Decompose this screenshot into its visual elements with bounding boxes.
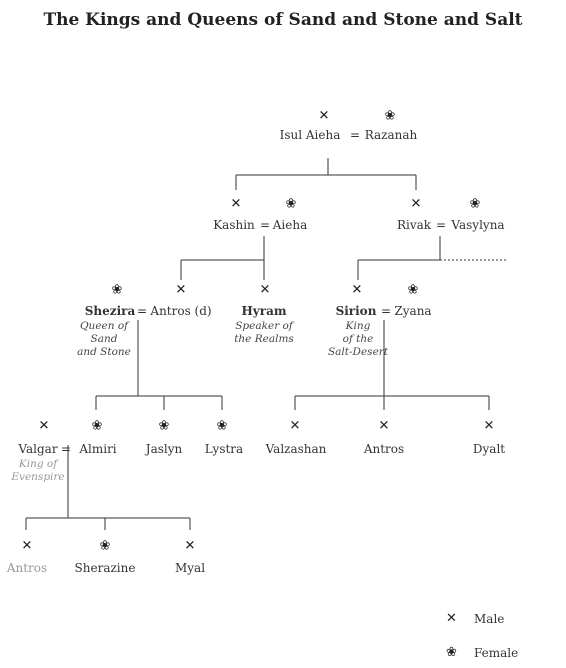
person-zyana: Zyana <box>394 304 432 318</box>
person-almiri: Almiri <box>79 442 117 456</box>
male-icon: ✕ <box>175 282 187 298</box>
role-sirion: King of the Salt-Desert <box>327 320 389 358</box>
male-icon: ✕ <box>351 282 363 298</box>
person-sirion: Sirion <box>335 304 377 318</box>
person-myal: Myal <box>174 561 206 575</box>
female-icon: ❀ <box>111 282 123 298</box>
person-hyram: Hyram <box>241 304 287 318</box>
male-icon: ✕ <box>318 108 330 124</box>
male-icon: ✕ <box>483 418 495 434</box>
person-sherazine: Sherazine <box>74 561 136 575</box>
male-icon: ✕ <box>289 418 301 434</box>
male-icon: ✕ <box>184 538 196 554</box>
person-rivak: Rivak <box>396 218 432 232</box>
person-isul-aieha: Isul Aieha <box>279 128 341 142</box>
person-valgar: Valgar <box>18 442 58 456</box>
legend-female-label: Female <box>474 646 519 660</box>
role-hyram: Speaker of the Realms <box>234 320 294 345</box>
diagram-title: The Kings and Queens of Sand and Stone a… <box>43 10 523 30</box>
male-icon: ✕ <box>21 538 33 554</box>
male-icon: ✕ <box>230 196 242 212</box>
marriage-sign: = <box>136 304 148 318</box>
person-antros: Antros <box>363 442 405 456</box>
person-jaslyn: Jaslyn <box>145 442 183 456</box>
person-antros-child: Antros <box>6 561 48 575</box>
person-antros-d: Antros (d) <box>150 304 212 318</box>
role-shezira: Queen of Sand and Stone <box>77 320 131 358</box>
person-vasylyna: Vasylyna <box>451 218 505 232</box>
male-icon: ✕ <box>410 196 422 212</box>
person-lystra: Lystra <box>204 442 244 456</box>
legend-male-icon: ✕ <box>446 611 457 626</box>
marriage-sign: = <box>259 218 271 232</box>
marriage-sign: = <box>380 304 392 318</box>
female-icon: ❀ <box>469 196 481 212</box>
female-icon: ❀ <box>91 418 103 434</box>
person-shezira: Shezira <box>84 304 136 318</box>
male-icon: ✕ <box>378 418 390 434</box>
marriage-sign: = <box>435 218 447 232</box>
male-icon: ✕ <box>259 282 271 298</box>
marriage-sign: = <box>60 442 72 456</box>
legend-male-label: Male <box>474 612 505 626</box>
legend-female-icon: ❀ <box>446 645 457 660</box>
female-icon: ❀ <box>384 108 396 124</box>
role-valgar: King of Evenspire <box>11 458 65 483</box>
person-kashin: Kashin <box>213 218 255 232</box>
female-icon: ❀ <box>285 196 297 212</box>
person-aieha: Aieha <box>272 218 308 232</box>
person-dyalt: Dyalt <box>472 442 506 456</box>
person-valzashan: Valzashan <box>265 442 327 456</box>
female-icon: ❀ <box>99 538 111 554</box>
female-icon: ❀ <box>216 418 228 434</box>
male-icon: ✕ <box>38 418 50 434</box>
female-icon: ❀ <box>158 418 170 434</box>
female-icon: ❀ <box>407 282 419 298</box>
person-razanah: Razanah <box>364 128 418 142</box>
marriage-sign: = <box>349 128 361 142</box>
